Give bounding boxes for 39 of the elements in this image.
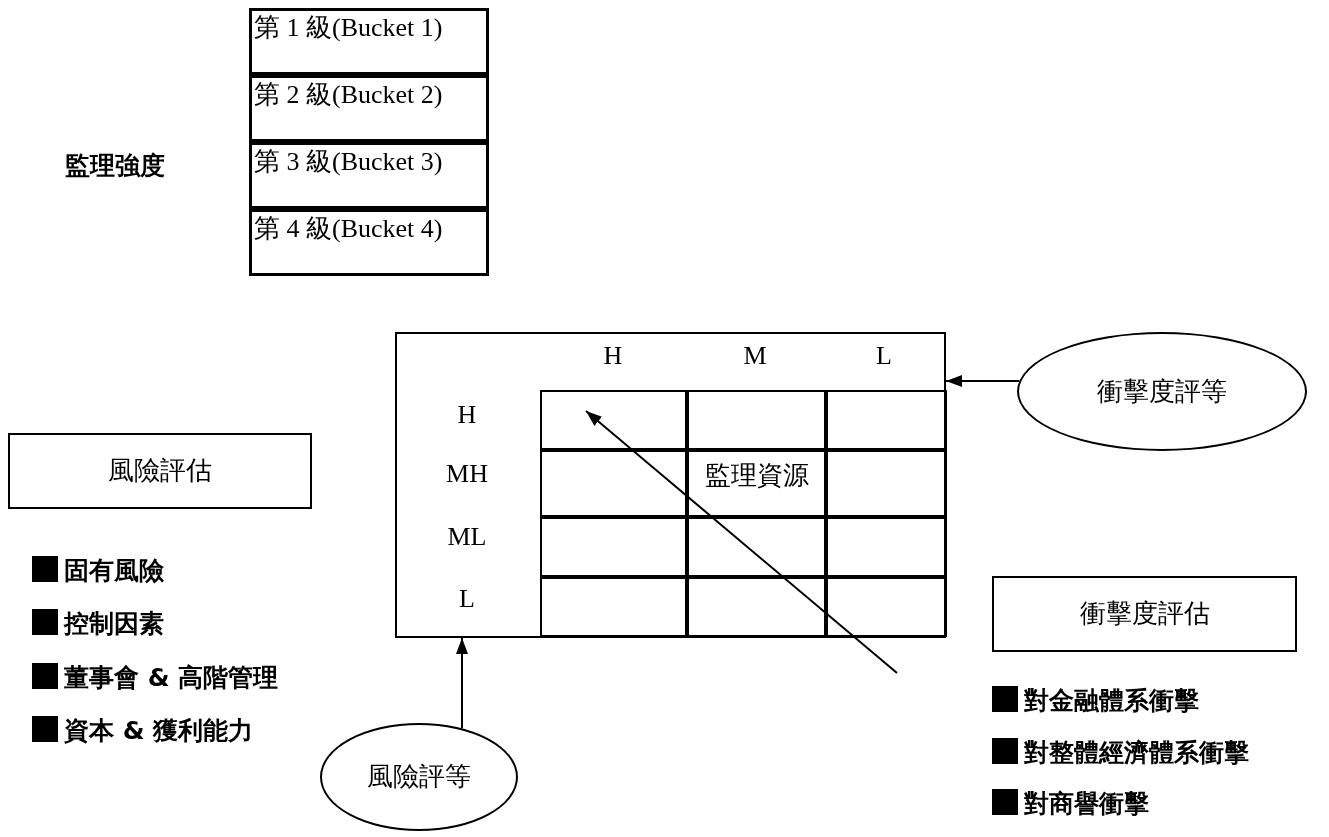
matrix-cell xyxy=(687,390,826,450)
matrix-cell xyxy=(826,390,947,450)
assessment-box: 衝擊度評估 xyxy=(992,576,1297,652)
matrix-cell xyxy=(540,450,687,517)
axis-label: H xyxy=(457,402,477,428)
level-box: 第 4 級(Bucket 4) xyxy=(249,209,489,276)
matrix-cell xyxy=(540,390,687,450)
level-box: 第 1 級(Bucket 1) xyxy=(249,8,489,75)
matrix-cell xyxy=(826,450,947,517)
matrix-cell xyxy=(687,517,826,577)
matrix-cell xyxy=(540,517,687,577)
bullet-text: 控制因素 xyxy=(64,610,164,636)
matrix-cell xyxy=(826,577,947,637)
bullet-text: 資本 & 獲利能力 xyxy=(64,717,254,743)
level-box: 第 3 級(Bucket 3) xyxy=(249,142,489,209)
title-text: 監理強度 xyxy=(65,152,165,178)
axis-label: MH xyxy=(446,461,488,487)
bullet-text: 對商譽衝擊 xyxy=(1024,790,1149,816)
bullet-text: 對金融體系衝擊 xyxy=(1024,687,1199,713)
axis-label: ML xyxy=(447,524,487,550)
matrix-cell xyxy=(826,517,947,577)
axis-label: L xyxy=(459,586,475,612)
arrow xyxy=(585,410,898,674)
matrix-frame xyxy=(395,332,946,638)
axis-label: L xyxy=(876,343,892,369)
matrix-cell xyxy=(687,577,826,637)
level-box: 第 2 級(Bucket 2) xyxy=(249,75,489,142)
arrow xyxy=(945,375,1021,387)
axis-label: M xyxy=(743,343,767,369)
rating-ellipse: 衝擊度評等 xyxy=(1017,332,1307,451)
bullet-text: 對整體經濟體系衝擊 xyxy=(1024,739,1249,765)
axis-label: H xyxy=(603,343,623,369)
matrix-cell: 監理資源 xyxy=(687,450,826,517)
arrow xyxy=(456,637,468,730)
bullet-text: 固有風險 xyxy=(64,557,164,583)
rating-ellipse: 風險評等 xyxy=(320,723,518,831)
assessment-box: 風險評估 xyxy=(8,433,312,509)
bullet-text: 董事會 & 高階管理 xyxy=(64,664,279,690)
matrix-cell xyxy=(540,577,687,637)
